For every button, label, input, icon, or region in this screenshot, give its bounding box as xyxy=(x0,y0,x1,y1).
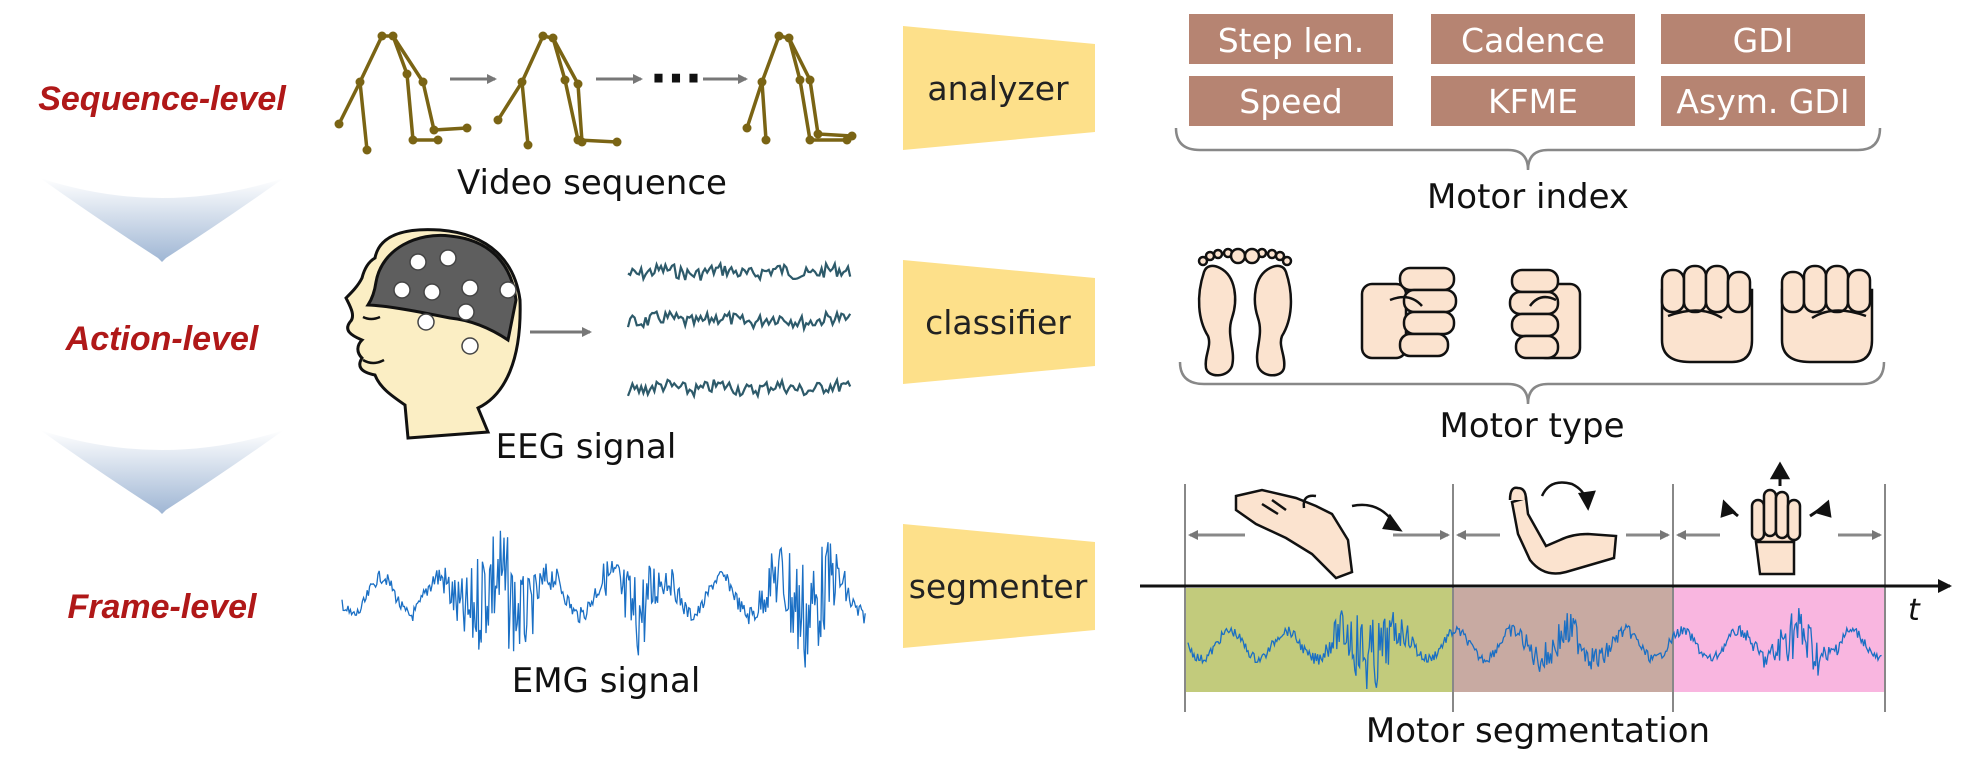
feet-icon xyxy=(1197,247,1293,377)
skeleton-frame-1 xyxy=(334,31,472,155)
eeg-wave-3 xyxy=(626,376,852,400)
motor-index-boxes: Step len. Cadence GDI Speed KFME Asym. G… xyxy=(1189,14,1865,126)
analyzer-module: analyzer xyxy=(903,26,1095,150)
index-gdi: GDI xyxy=(1733,21,1794,60)
eeg-head-illustration xyxy=(344,228,522,440)
sequence-level-label: Sequence-level xyxy=(38,80,287,118)
motor-segmentation-caption: Motor segmentation xyxy=(1366,711,1710,751)
motor-index-brace xyxy=(1174,127,1882,171)
skeleton-frame-2 xyxy=(493,31,622,150)
segmentation-emg-wave xyxy=(1187,608,1882,690)
index-step-length: Step len. xyxy=(1218,21,1365,60)
segmenter-label: segmenter xyxy=(909,567,1088,606)
frame-level-label: Frame-level xyxy=(68,588,259,626)
index-speed: Speed xyxy=(1239,82,1342,121)
finger-spread-icon xyxy=(1720,461,1832,576)
index-asym-gdi: Asym. GDI xyxy=(1676,82,1849,121)
motor-index-caption: Motor index xyxy=(1427,177,1629,217)
eeg-waves xyxy=(626,259,852,400)
eeg-signal-caption: EEG signal xyxy=(496,427,677,467)
elbow-flexion-icon xyxy=(1508,481,1618,575)
segmenter-module: segmenter xyxy=(903,524,1095,648)
wrist-flexion-icon xyxy=(1234,488,1403,580)
fist-icon-2 xyxy=(1508,268,1582,360)
classifier-module: classifier xyxy=(903,260,1095,384)
fist-icon-1 xyxy=(1360,266,1458,360)
level-chevron-1 xyxy=(40,178,284,262)
emg-trace xyxy=(341,530,866,668)
emg-signal-caption: EMG signal xyxy=(512,661,701,701)
time-axis-label: t xyxy=(1908,593,1921,628)
segmentation-emg-trace xyxy=(1187,608,1882,690)
motor-type-caption: Motor type xyxy=(1439,406,1624,446)
skeleton-frame-3 xyxy=(742,31,857,145)
fist-icon-3 xyxy=(1660,264,1754,364)
fist-icon-4 xyxy=(1780,264,1874,364)
classifier-label: classifier xyxy=(925,303,1071,342)
index-cadence: Cadence xyxy=(1461,21,1605,60)
level-chevron-2 xyxy=(40,430,284,514)
sequence-ellipsis: ··· xyxy=(650,51,702,105)
action-level-label: Action-level xyxy=(65,320,260,358)
analyzer-label: analyzer xyxy=(927,69,1069,108)
motor-type-brace xyxy=(1178,361,1886,405)
video-sequence-caption: Video sequence xyxy=(457,163,727,203)
emg-wave xyxy=(341,530,866,668)
eeg-cap xyxy=(365,233,518,343)
eeg-wave-1 xyxy=(627,259,852,283)
eeg-wave-2 xyxy=(626,308,852,334)
index-kfme: KFME xyxy=(1488,82,1578,121)
